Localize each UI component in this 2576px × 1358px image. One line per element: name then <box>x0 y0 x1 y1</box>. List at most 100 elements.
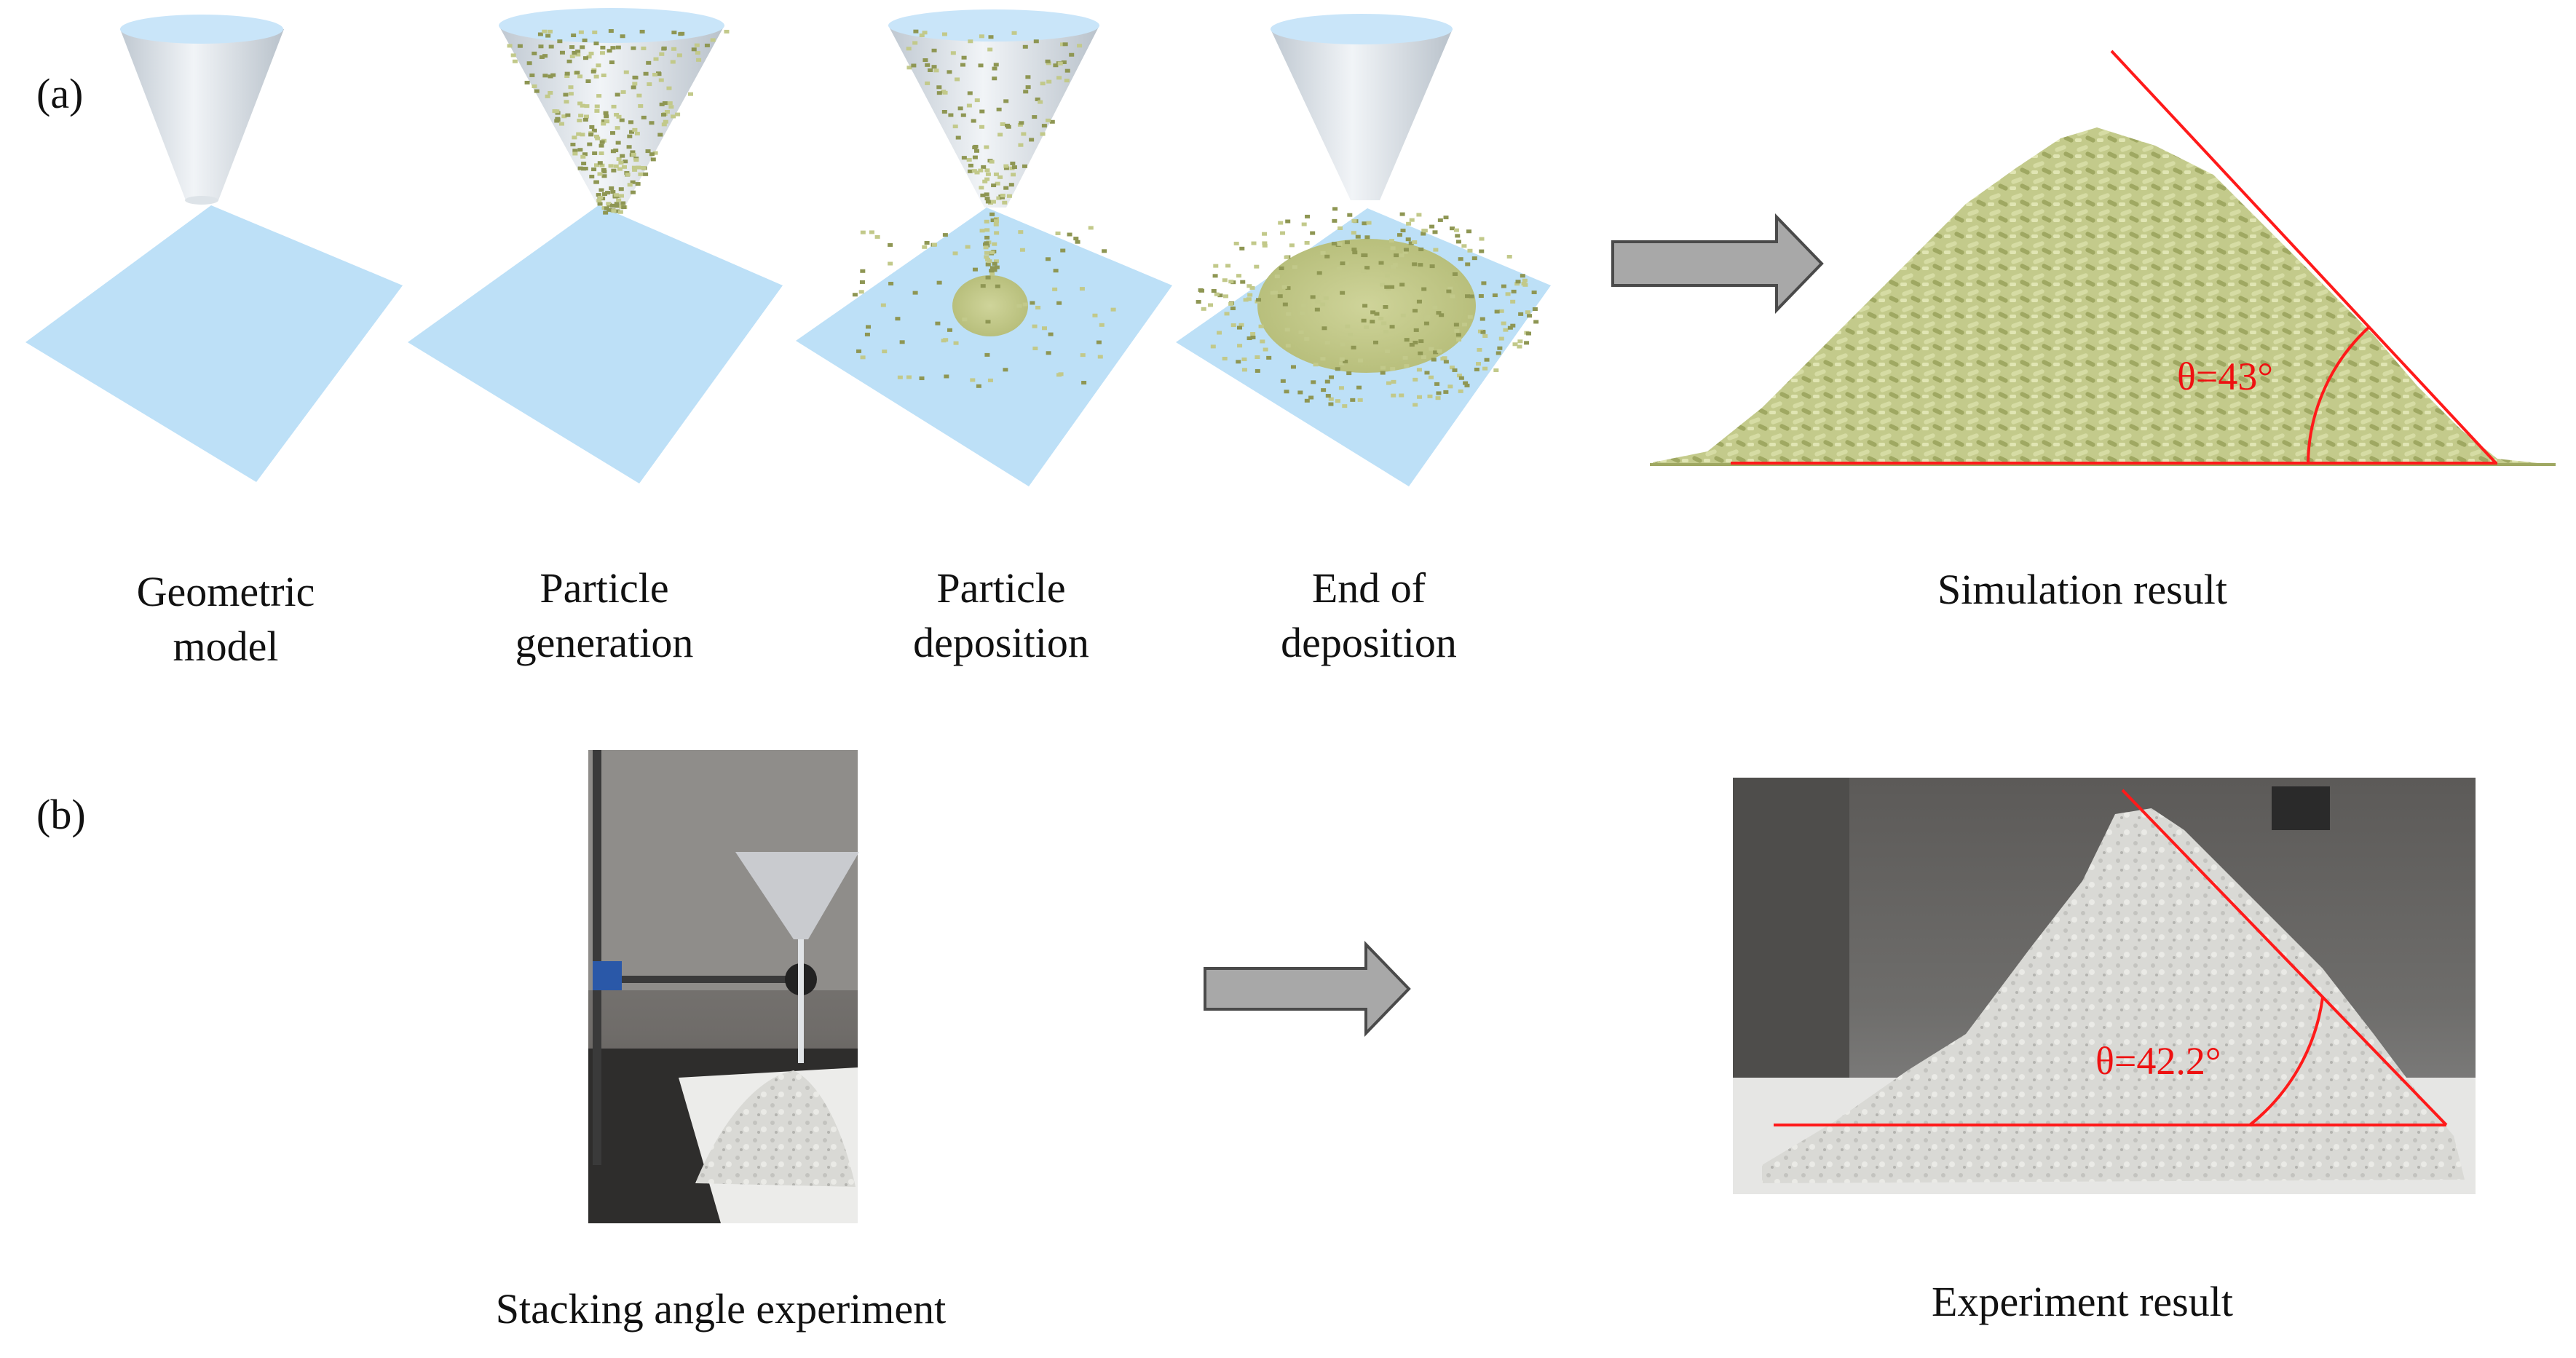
particle <box>965 245 971 249</box>
particle <box>1003 99 1009 103</box>
particle <box>596 193 601 197</box>
particle <box>575 50 581 54</box>
particle <box>1274 275 1280 279</box>
particle <box>1210 344 1216 349</box>
particle <box>985 262 991 267</box>
particle <box>1450 226 1455 231</box>
particle <box>537 32 543 36</box>
particle <box>529 73 535 77</box>
particle <box>614 204 620 208</box>
particle <box>608 29 614 33</box>
caption-stacking-angle-experiment: Stacking angle experiment <box>495 1285 947 1333</box>
particle <box>616 157 622 161</box>
particle <box>1310 231 1316 235</box>
particle <box>1458 257 1463 261</box>
particle <box>598 143 604 148</box>
particle <box>913 29 919 33</box>
particle <box>582 38 588 42</box>
particle <box>864 332 870 336</box>
particle <box>1498 309 1504 313</box>
particle <box>626 145 632 149</box>
particle <box>931 48 937 52</box>
particle <box>1399 393 1404 398</box>
particle <box>968 163 973 167</box>
particle <box>874 234 880 239</box>
particle <box>906 375 912 379</box>
particle <box>1046 118 1051 122</box>
particle <box>1310 295 1316 299</box>
particle <box>974 98 980 103</box>
particle <box>1224 312 1230 316</box>
particle <box>538 44 544 49</box>
particle <box>632 82 638 86</box>
particle <box>1217 293 1223 298</box>
particle <box>906 47 912 51</box>
particle <box>983 245 989 250</box>
particle <box>591 128 597 133</box>
particle <box>596 63 601 68</box>
particle <box>1421 232 1426 236</box>
particle <box>1073 237 1079 241</box>
particle <box>589 125 595 129</box>
particle <box>1418 351 1423 355</box>
particle <box>1212 274 1218 278</box>
particle <box>627 134 633 138</box>
particle <box>643 172 649 176</box>
particle <box>1362 221 1367 226</box>
particle <box>1046 61 1051 66</box>
particle <box>577 166 583 170</box>
particle <box>1260 339 1265 344</box>
particle <box>1096 340 1102 344</box>
particle <box>1512 342 1518 347</box>
particle <box>993 259 999 264</box>
particle <box>1335 399 1340 403</box>
particle <box>605 191 611 195</box>
particle <box>1413 403 1418 407</box>
particle <box>1284 328 1290 332</box>
particle <box>1383 330 1389 334</box>
particle <box>984 228 990 232</box>
particle <box>962 317 968 322</box>
particle <box>1262 241 1268 245</box>
particle <box>664 110 670 114</box>
particle <box>1482 366 1488 371</box>
particle <box>992 66 997 71</box>
particle <box>577 101 583 106</box>
particle <box>961 55 967 60</box>
particle <box>532 51 537 55</box>
step-geometric-model <box>25 15 403 482</box>
particle <box>1479 237 1485 241</box>
particle <box>1476 362 1482 366</box>
particle <box>1381 321 1387 325</box>
particle <box>582 56 588 60</box>
particle <box>1338 226 1343 231</box>
particle <box>646 60 652 65</box>
particle <box>671 114 676 119</box>
particle <box>1461 244 1467 248</box>
particle <box>944 374 949 379</box>
particle <box>1409 218 1415 222</box>
particle <box>985 200 991 204</box>
particle <box>659 52 665 56</box>
particle <box>627 183 633 187</box>
particle <box>860 269 866 273</box>
particle <box>1466 229 1471 234</box>
simulation-angle-label: θ=43° <box>2177 355 2273 398</box>
particle <box>1418 247 1424 251</box>
particle <box>1497 346 1503 350</box>
particle <box>1003 166 1009 170</box>
particle <box>590 69 596 74</box>
particle <box>601 119 607 124</box>
particle <box>1223 294 1229 299</box>
particle <box>933 68 939 73</box>
particle <box>1281 285 1287 289</box>
particle <box>1255 368 1260 373</box>
caption-particle-generation: Particle generation <box>515 564 694 667</box>
particle <box>1501 321 1506 325</box>
particle <box>1023 90 1029 94</box>
particle <box>1006 194 1012 198</box>
particle <box>999 195 1005 200</box>
particle <box>1201 307 1206 311</box>
particle <box>1389 325 1395 329</box>
particle <box>675 112 681 117</box>
